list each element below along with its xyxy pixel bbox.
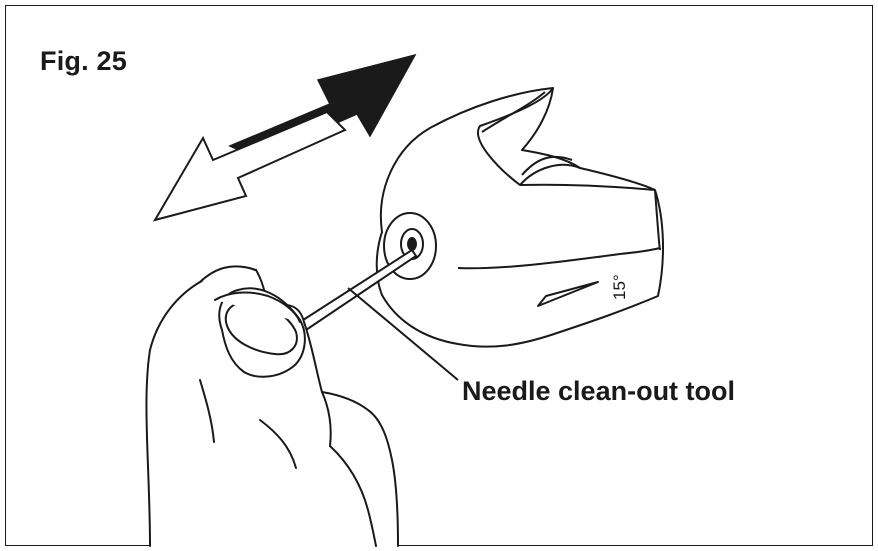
knuckle-crease-1 — [259, 419, 297, 469]
spray-tip-right-edge — [654, 189, 661, 251]
spray-tip-groove — [537, 281, 599, 307]
spray-tip — [375, 87, 664, 348]
spray-tip-notch — [519, 163, 581, 186]
spray-tip-top-ridge — [477, 87, 656, 191]
hand — [145, 265, 399, 547]
nozzle-orifice-outer — [383, 212, 437, 280]
figure-title: Fig. 25 — [40, 46, 127, 76]
figure-frame — [5, 5, 873, 546]
spray-tip-notch-inner — [521, 155, 573, 176]
angle-marking: 15° — [610, 274, 629, 300]
knuckle-crease-3 — [199, 379, 215, 443]
callout-leader-line — [347, 287, 459, 381]
nozzle-orifice-hole — [407, 237, 417, 251]
spray-tip-outline — [375, 87, 664, 348]
lower-finger — [329, 445, 377, 547]
curled-finger — [214, 291, 301, 323]
callout-label-needle-tool: Needle clean-out tool — [462, 376, 736, 406]
index-finger — [199, 265, 257, 283]
back-arrow-icon — [152, 110, 347, 222]
spray-tip-side-line — [457, 247, 661, 270]
knuckle-crease-2 — [321, 391, 332, 447]
spray-tip-top-ridge-inner — [481, 91, 546, 133]
